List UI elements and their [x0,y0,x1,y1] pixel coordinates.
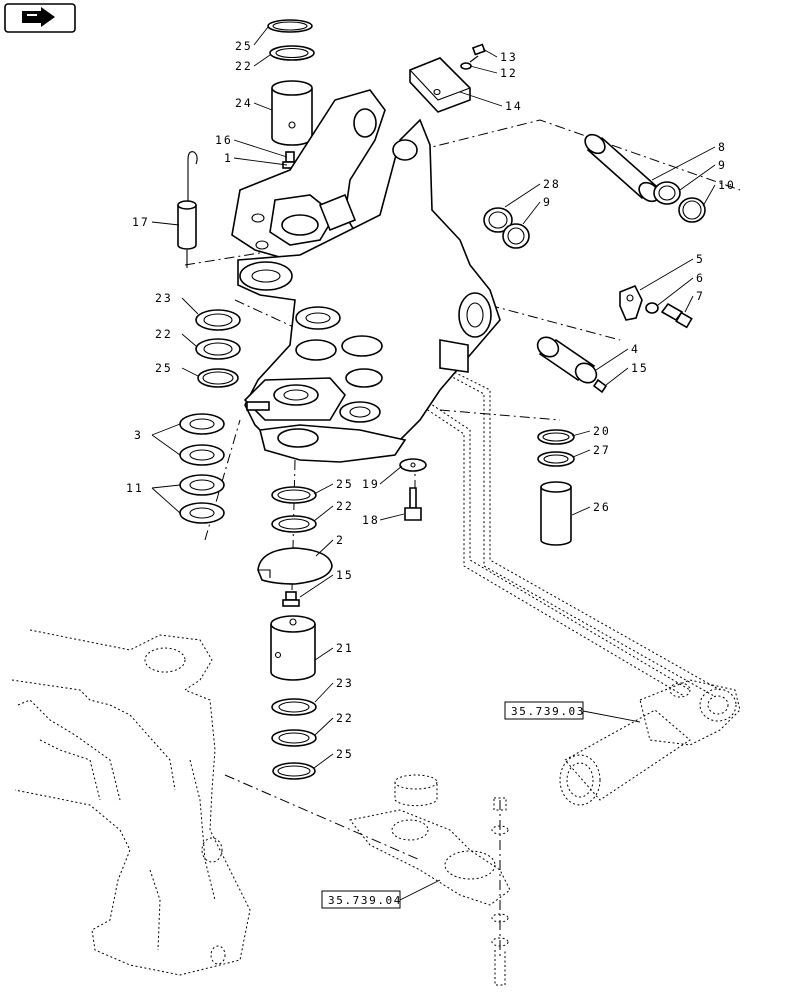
callout-23[interactable]: 23 [336,676,354,690]
washer-22-lower [271,729,317,747]
callout-23[interactable]: 23 [155,291,173,305]
callout-9[interactable]: 9 [543,195,552,209]
callout-9[interactable]: 9 [718,158,727,172]
washer-22-left [195,338,241,360]
callout-15[interactable]: 15 [336,568,354,582]
callout-3[interactable]: 3 [134,428,143,442]
wear-pad-14 [409,57,471,113]
callout-22[interactable]: 22 [336,711,354,725]
callout-28[interactable]: 28 [543,177,561,191]
washer-6 [645,302,659,314]
washer-9-left [502,223,530,249]
callout-27[interactable]: 27 [593,443,611,457]
ring-20 [537,429,575,445]
reference-link-35-739-03[interactable]: 35.739.03 [504,701,585,720]
washer-22-top [269,45,315,61]
steering-link-phantom [349,774,511,986]
pin-24 [271,80,313,146]
shim-11-upper [179,474,225,496]
callout-18[interactable]: 18 [362,513,380,527]
shim-3-lower [179,444,225,466]
washer-22-mid [271,515,317,533]
callout-8[interactable]: 8 [718,140,727,154]
callout-11[interactable]: 11 [126,481,144,495]
callout-1[interactable]: 1 [224,151,233,165]
callout-22[interactable]: 22 [235,59,253,73]
callout-21[interactable]: 21 [336,641,354,655]
callout-25[interactable]: 25 [235,39,253,53]
pivot-bracket-1 [231,89,501,463]
callout-2[interactable]: 2 [336,533,345,547]
callout-13[interactable]: 13 [500,50,518,64]
bolt-13 [469,43,486,63]
callout-24[interactable]: 24 [235,96,253,110]
retaining-ring-25-mid [271,486,317,504]
snap-ring-10 [678,197,706,223]
callout-12[interactable]: 12 [500,66,518,80]
loader-frame-phantom [11,629,251,976]
retaining-ring-25-top [267,19,313,33]
reference-label: 35.739.03 [511,705,585,718]
callout-19[interactable]: 19 [362,477,380,491]
bolt-7 [660,302,693,329]
callout-25[interactable]: 25 [155,361,173,375]
lock-plate-5 [619,284,643,321]
shim-3-upper [179,413,225,435]
washer-12 [460,62,472,70]
callout-22[interactable]: 22 [155,327,173,341]
callout-5[interactable]: 5 [696,252,705,266]
callout-10[interactable]: 10 [718,178,736,192]
bolt-18 [404,487,422,521]
reference-label: 35.739.04 [328,894,402,907]
callout-7[interactable]: 7 [696,289,705,303]
callout-22[interactable]: 22 [336,499,354,513]
callout-26[interactable]: 26 [593,500,611,514]
callout-labels: 25 22 24 16 1 17 13 12 14 8 9 10 28 9 5 … [126,39,736,761]
callout-14[interactable]: 14 [505,99,523,113]
callout-25[interactable]: 25 [336,477,354,491]
steering-cylinder-phantom [559,679,741,806]
callout-4[interactable]: 4 [631,342,640,356]
cap-plate-2 [257,547,333,585]
callout-25[interactable]: 25 [336,747,354,761]
grease-fitting-15-lower [282,591,300,607]
washer-27 [537,451,575,467]
spacer-ring-28 [483,207,513,233]
washer-9-right [653,181,681,205]
washer-19 [399,458,427,472]
leader-lines [151,26,716,901]
washer-23-left [195,309,241,331]
callout-16[interactable]: 16 [215,133,233,147]
retaining-ring-25-left [197,368,239,388]
pin-4 [536,336,598,384]
callout-6[interactable]: 6 [696,271,705,285]
reference-link-35-739-04[interactable]: 35.739.04 [321,890,402,909]
callout-17[interactable]: 17 [132,215,150,229]
callout-15[interactable]: 15 [631,361,649,375]
pin-26 [540,481,572,546]
grease-fitting-15-right [592,378,608,394]
retaining-ring-25-lower [272,762,316,780]
shim-11-lower [179,502,225,524]
pin-21 [270,615,316,681]
callout-20[interactable]: 20 [593,424,611,438]
forward-arrow-icon [22,7,55,27]
washer-23-lower [271,698,317,716]
nav-button[interactable] [4,3,76,33]
spring-hook-17 [177,151,198,268]
pin-8 [584,133,660,203]
